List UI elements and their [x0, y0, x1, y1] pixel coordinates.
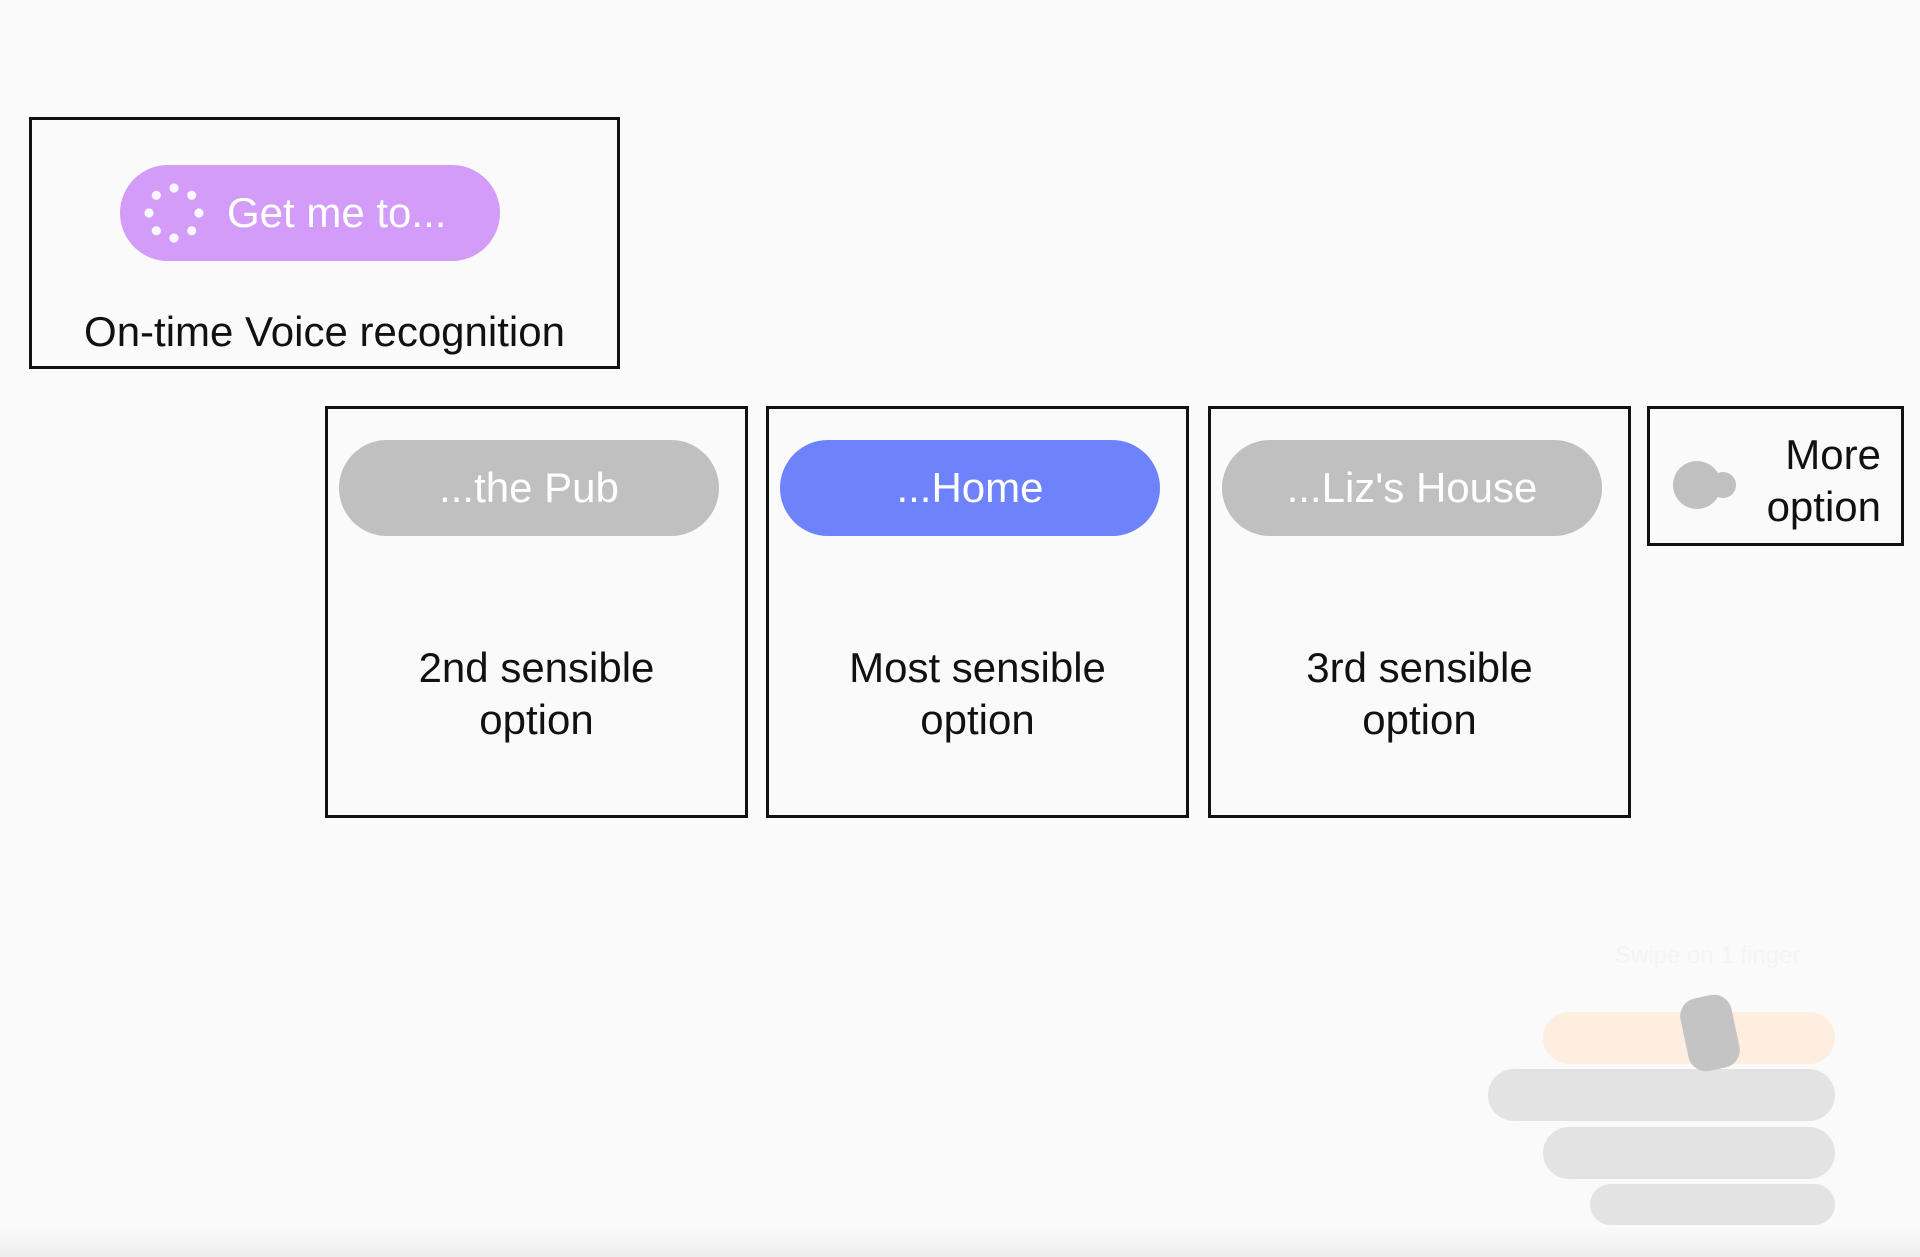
option-caption: 2nd sensible option — [328, 642, 745, 746]
voice-recognition-caption: On-time Voice recognition — [84, 308, 565, 355]
more-option-caption-line: More — [1785, 431, 1881, 478]
option-caption-line: option — [1362, 696, 1477, 743]
home-option-button[interactable]: ...Home — [780, 440, 1160, 536]
liz-house-option-label: ...Liz's House — [1286, 464, 1538, 511]
option-caption: Most sensible option — [769, 642, 1186, 746]
option-box-liz-house: ...Liz's House 3rd sensible option — [1208, 406, 1631, 818]
option-caption: 3rd sensible option — [1211, 642, 1628, 746]
toggle-icon — [1673, 461, 1736, 509]
finger-bar — [1543, 1127, 1835, 1179]
option-caption-line: 3rd sensible — [1306, 644, 1533, 691]
option-box-home: ...Home Most sensible option — [766, 406, 1189, 818]
hand-gesture-icon: Swipe on 1 finger — [1480, 930, 1840, 1230]
more-option-box[interactable]: More option — [1647, 406, 1904, 546]
get-me-to-label: Get me to... — [227, 189, 447, 236]
more-option-caption: More option — [1767, 429, 1881, 533]
option-caption-line: option — [479, 696, 594, 743]
get-me-to-button[interactable]: Get me to... — [120, 165, 500, 261]
gesture-hint-label: Swipe on 1 finger — [1615, 942, 1801, 969]
home-option-label: ...Home — [896, 464, 1044, 511]
finger-bar — [1488, 1069, 1835, 1121]
bottom-shade — [0, 1227, 1920, 1257]
pub-option-label: ...the Pub — [439, 464, 619, 511]
more-option-caption-line: option — [1766, 483, 1881, 530]
pub-option-button[interactable]: ...the Pub — [339, 440, 719, 536]
option-caption-line: Most sensible — [849, 644, 1106, 691]
finger-bar — [1590, 1184, 1835, 1225]
liz-house-option-button[interactable]: ...Liz's House — [1222, 440, 1602, 536]
option-caption-line: option — [920, 696, 1035, 743]
loading-spinner-icon — [144, 183, 204, 243]
option-caption-line: 2nd sensible — [418, 644, 655, 691]
voice-recognition-box: Get me to... On-time Voice recognition — [29, 117, 620, 369]
option-box-pub: ...the Pub 2nd sensible option — [325, 406, 748, 818]
